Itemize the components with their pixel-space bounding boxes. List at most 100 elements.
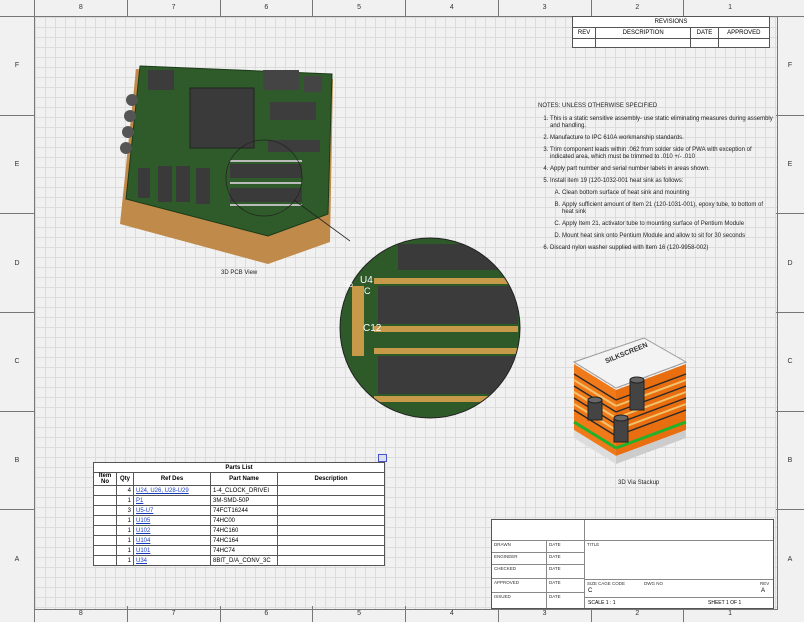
zone-bottom-8: 1 xyxy=(683,606,776,622)
tb-row-approved xyxy=(492,578,584,590)
tb-label-drawn: DRAWN xyxy=(494,542,511,547)
zone-right-3: D xyxy=(776,213,804,312)
zone-right-2: E xyxy=(776,114,804,214)
note-item: Apply part number and serial number labe… xyxy=(550,166,774,173)
title-block-size-row xyxy=(584,579,773,580)
tb-label-date-4: DATE xyxy=(549,580,561,585)
notes-sublist: Clean bottom surface of heat sink and mo… xyxy=(550,190,774,240)
note-subitem: Clean bottom surface of heat sink and mo… xyxy=(562,190,774,197)
cell-qty: 1 xyxy=(116,495,134,506)
cell-name: 74HC00 xyxy=(210,515,278,526)
zone-bottom-4: 5 xyxy=(312,606,405,622)
cell-qty: 1 xyxy=(116,555,134,566)
cell-qty: 4 xyxy=(116,485,134,496)
cell-ref-link[interactable]: U34 xyxy=(133,555,211,566)
title-block-title-row xyxy=(584,540,773,541)
zone-bottom-3: 6 xyxy=(219,606,313,622)
rev-col-description: DESCRIPTION xyxy=(595,27,692,39)
tb-row-drawn xyxy=(492,540,584,552)
tb-label-issued: ISSUED xyxy=(494,594,511,599)
tb-label-approved: APPROVED xyxy=(494,580,520,585)
title-block: DRAWN ENGINEER CHECKED APPROVED ISSUED D… xyxy=(491,519,774,609)
tb-label-title: TITLE xyxy=(587,542,600,547)
revisions-table: REVISIONS REV DESCRIPTION DATE APPROVED xyxy=(571,16,771,48)
notes-list: This is a static sensitive assembly- use… xyxy=(538,116,774,252)
cell-qty: 1 xyxy=(116,525,134,536)
tb-size-value: C xyxy=(588,588,593,594)
parts-col-ref: Ref Des xyxy=(133,472,211,486)
zone-top-5: 4 xyxy=(405,0,498,16)
cell-ref-link[interactable]: U101 xyxy=(133,545,211,556)
rev-col-rev: REV xyxy=(571,27,597,39)
zone-left-6: A xyxy=(0,509,34,608)
tb-rev-value: A xyxy=(761,588,766,594)
tb-label-date-5: DATE xyxy=(549,594,561,599)
cell-ref-link[interactable]: U104 xyxy=(133,535,211,546)
cell-desc xyxy=(277,555,385,566)
tb-row-checked xyxy=(492,564,584,576)
zone-right-1: F xyxy=(776,16,804,115)
note-item: Trim component leads within .062 from so… xyxy=(550,147,774,161)
rev-col-date: DATE xyxy=(690,27,719,39)
tb-scale: SCALE 1 : 1 xyxy=(588,600,616,606)
cell-desc xyxy=(277,485,385,496)
cell-item xyxy=(93,545,117,556)
tb-row-engineer xyxy=(492,552,584,564)
cell-desc xyxy=(277,515,385,526)
tb-sheet: SHEET 1 OF 1 xyxy=(708,600,742,606)
zoom-label-96: 96 xyxy=(344,280,353,289)
zone-right-5: B xyxy=(776,410,804,510)
notes-heading: NOTES: UNLESS OTHERWISE SPECIFIED xyxy=(538,103,658,109)
cell-qty: 3 xyxy=(116,505,134,516)
cell-qty: 1 xyxy=(116,535,134,546)
cell-ref-link[interactable]: U102 xyxy=(133,525,211,536)
cell-ref-link[interactable]: P1 xyxy=(133,495,211,506)
zone-left-5: B xyxy=(0,410,34,510)
tb-row-issued xyxy=(492,592,584,604)
zone-right-4: C xyxy=(776,312,804,411)
cell-ref-link[interactable]: U5-U7 xyxy=(133,505,211,516)
note-item: Manufacture to IPC 610A workmanship stan… xyxy=(550,135,774,142)
zone-top-6: 3 xyxy=(497,0,591,16)
zone-markers-right: F E D C B A xyxy=(776,16,804,608)
parts-list-resize-handle[interactable] xyxy=(378,454,387,462)
cell-ref-link[interactable]: U24, U26, U28-U29 xyxy=(133,485,211,496)
zone-right-6: A xyxy=(776,509,804,608)
cell-name: 74FCT16244 xyxy=(210,505,278,516)
cell-qty: 1 xyxy=(116,545,134,556)
note-item-heat-sink: Install item 19 (120-1032-001 heat sink … xyxy=(550,178,774,240)
cell-desc xyxy=(277,535,385,546)
revisions-title: REVISIONS xyxy=(572,16,770,28)
zone-top-3: 6 xyxy=(219,0,313,16)
zone-bottom-7: 2 xyxy=(590,606,684,622)
parts-col-name: Part Name xyxy=(210,472,278,486)
cell-item xyxy=(93,515,117,526)
stackup-caption: 3D Via Stackup xyxy=(618,480,660,486)
cell-ref-link[interactable]: U105 xyxy=(133,515,211,526)
title-block-date-divider xyxy=(546,540,547,608)
zone-top-2: 7 xyxy=(126,0,220,16)
zone-left-2: E xyxy=(0,114,34,214)
tb-label-cage: CAGE CODE xyxy=(598,581,626,586)
zone-left-4: C xyxy=(0,312,34,411)
parts-col-qty: Qty xyxy=(116,472,134,486)
cell-item xyxy=(93,525,117,536)
parts-list-table: Parts List Item No Qty Ref Des Part Name… xyxy=(93,462,385,566)
note-subitem: Apply sufficient amount of Item 21 (120-… xyxy=(562,202,774,216)
zone-bottom-6: 3 xyxy=(497,606,591,622)
zone-markers-bottom: 8 7 6 5 4 3 2 1 xyxy=(34,606,776,622)
note-subitem: Mount heat sink onto Pentium Module and … xyxy=(562,233,774,240)
cell-desc xyxy=(277,505,385,516)
tb-label-date-1: DATE xyxy=(549,542,561,547)
cell-name: 74HC164 xyxy=(210,535,278,546)
note-subitem: Apply Item 21, activator tube to mountin… xyxy=(562,221,774,228)
title-block-divider xyxy=(584,520,585,608)
tb-label-date-2: DATE xyxy=(549,554,561,559)
pcb-zoom-detail xyxy=(339,237,521,419)
cell-item xyxy=(93,535,117,546)
